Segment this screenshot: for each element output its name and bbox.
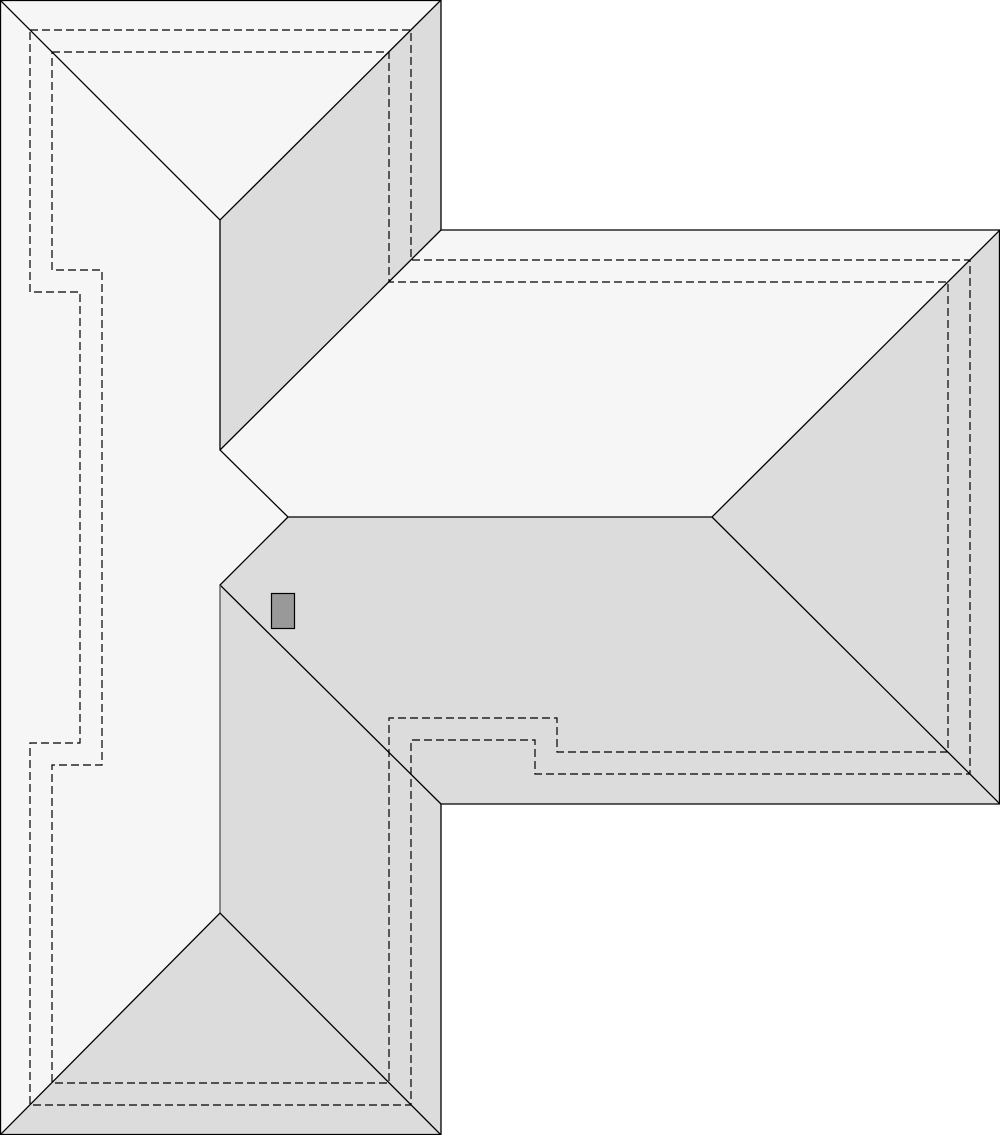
roof-face-left <box>0 0 288 1135</box>
ridge-line <box>711 516 1000 805</box>
roof-face-bottom <box>0 913 441 1135</box>
wall-outline-inner <box>51 51 949 1084</box>
valley-line <box>219 229 442 451</box>
roof-face-lower-wing <box>220 517 1000 804</box>
chimney-icon[interactable] <box>270 592 296 630</box>
ridge-line <box>0 912 442 1135</box>
roof-face-upper-wing <box>220 230 1000 517</box>
roof-face-right-end <box>712 230 1000 804</box>
wall-outline-outer <box>29 29 971 1106</box>
roof-face-top-right <box>220 0 441 450</box>
roof-face-lower-right <box>220 585 441 1135</box>
roof-face-top <box>0 0 441 220</box>
